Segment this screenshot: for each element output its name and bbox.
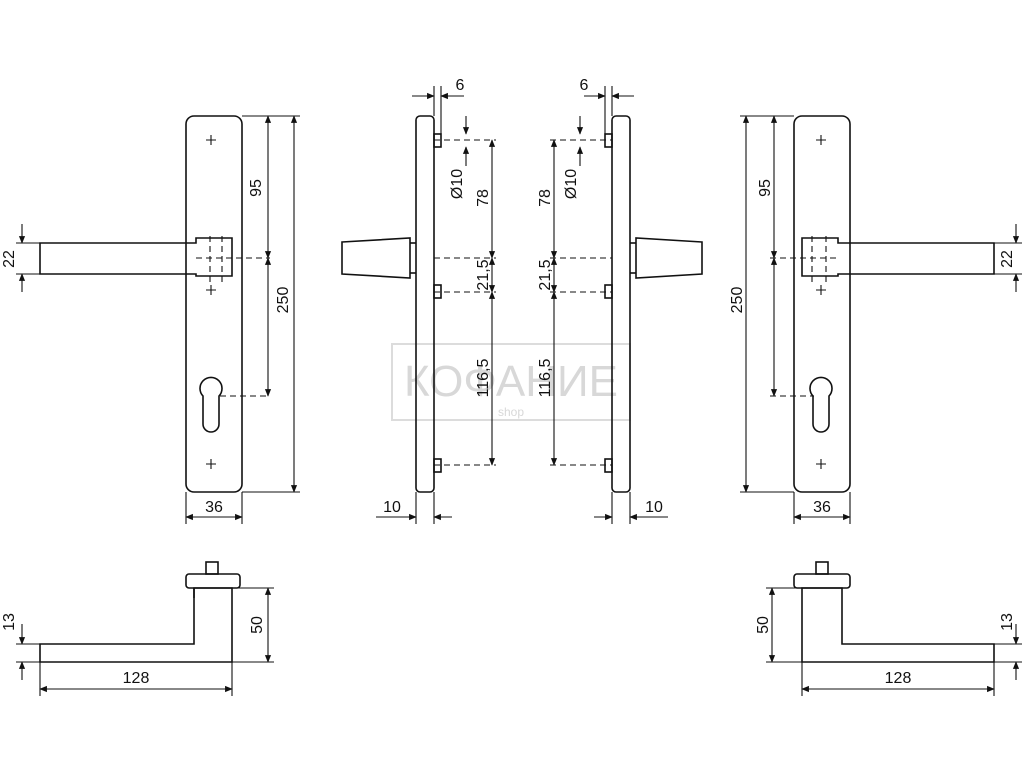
dim-78-left: 78 <box>475 189 492 207</box>
keyhole-icon <box>809 376 833 433</box>
dim-36-left: 36 <box>205 499 223 516</box>
dim-128-left: 128 <box>123 670 150 687</box>
dim-22-left: 22 <box>1 250 18 268</box>
plate-side-right <box>611 115 631 493</box>
right-front-view: 95 250 22 36 <box>729 115 1022 524</box>
dim-50-left: 50 <box>249 616 266 634</box>
screw-icon <box>206 459 216 469</box>
watermark-brand: КОФАНИЕ <box>404 357 618 406</box>
dim-22-right: 22 <box>999 250 1016 268</box>
dim-10-left: 10 <box>383 499 401 516</box>
screw-icon <box>206 285 216 295</box>
center-left-side-view: 6 Ø10 78 21,5 116,5 10 <box>341 77 496 524</box>
watermark-sub: shop <box>498 405 524 419</box>
dim-10-right: 10 <box>645 499 663 516</box>
left-plate <box>185 115 243 493</box>
right-plate <box>793 115 851 493</box>
keyhole-icon <box>199 376 223 433</box>
lever-side-left <box>341 237 411 279</box>
left-lever <box>39 237 233 277</box>
dim-36-right: 36 <box>813 499 831 516</box>
dim-13-left: 13 <box>1 613 18 631</box>
bottom-right-top-view: 13 50 128 <box>755 561 1022 696</box>
screw-icon <box>206 135 216 145</box>
dim-d10-right: Ø10 <box>563 169 580 199</box>
lever-side-right <box>635 237 703 279</box>
watermark: КОФАНИЕ shop <box>391 343 631 421</box>
dim-116-5-left: 116,5 <box>475 358 492 397</box>
dim-95-left: 95 <box>248 179 265 197</box>
dim-250-right: 250 <box>729 287 746 314</box>
left-front-view: 95 250 22 36 <box>1 115 300 524</box>
bottom-left-top-view: 13 50 128 <box>1 561 274 696</box>
center-right-side-view: 6 Ø10 78 21,5 116,5 10 <box>537 77 703 524</box>
dim-95-right: 95 <box>757 179 774 197</box>
dim-50-right: 50 <box>755 616 772 634</box>
dim-21-5-right: 21,5 <box>537 259 554 290</box>
screw-icon <box>816 459 826 469</box>
dim-6-right: 6 <box>580 77 589 94</box>
lever-top-left <box>39 587 233 663</box>
right-lever <box>801 237 995 277</box>
screw-icon <box>816 135 826 145</box>
dim-250-left: 250 <box>275 287 292 314</box>
dim-13-right: 13 <box>999 613 1016 631</box>
dim-d10-left: Ø10 <box>449 169 466 199</box>
dim-21-5-left: 21,5 <box>475 259 492 290</box>
plate-side-left <box>415 115 435 493</box>
lever-top-right <box>801 587 995 663</box>
dim-128-right: 128 <box>885 670 912 687</box>
dim-6-left: 6 <box>456 77 465 94</box>
dim-78-right: 78 <box>537 189 554 207</box>
screw-icon <box>816 285 826 295</box>
dim-116-5-right: 116,5 <box>537 358 554 397</box>
